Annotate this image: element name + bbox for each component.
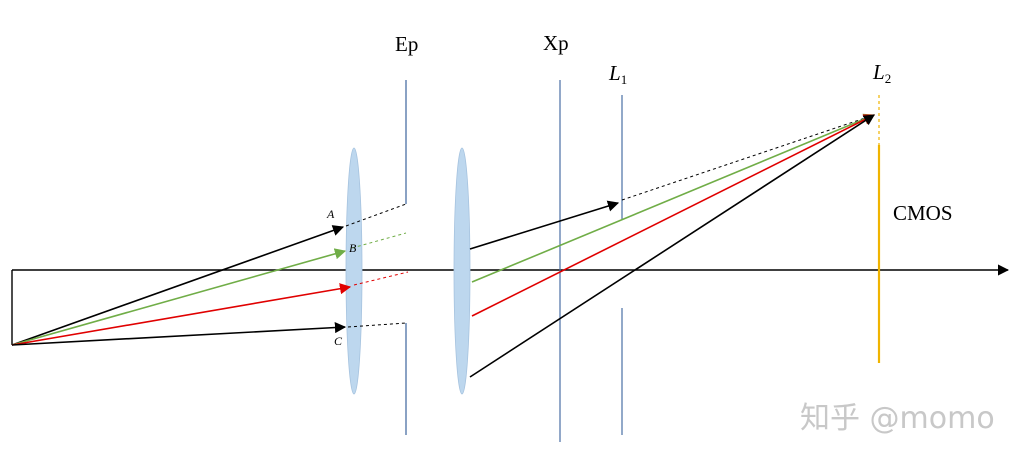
cmos-label: CMOS xyxy=(893,201,953,225)
point-a-label: A xyxy=(326,207,335,221)
dash-black-to-sensor xyxy=(621,114,875,201)
l1-label: L1 xyxy=(608,61,627,87)
watermark-text: 知乎 @momo xyxy=(800,401,995,436)
ray-black-lower-image xyxy=(469,114,875,378)
l2-label: L2 xyxy=(872,60,891,86)
ray-red-image xyxy=(471,114,876,317)
l2-label-sub: 2 xyxy=(885,71,892,86)
dash-c-to-ep xyxy=(347,322,407,328)
lens-2 xyxy=(453,147,471,395)
ray-black-upper-image xyxy=(469,200,620,250)
l1-label-sub: 1 xyxy=(621,72,628,87)
ray-red-object xyxy=(11,283,352,346)
ep-label: Ep xyxy=(395,32,418,56)
xp-label: Xp xyxy=(543,31,569,55)
point-c-label: C xyxy=(334,334,343,348)
l1-label-main: L xyxy=(608,61,621,85)
ray-black-upper-object xyxy=(11,225,345,346)
ray-green-object xyxy=(11,248,347,346)
ray-green-image xyxy=(471,113,876,283)
l2-label-main: L xyxy=(872,60,885,84)
lens-1 xyxy=(345,147,363,395)
dash-a-to-ep xyxy=(345,203,407,227)
point-b-label: B xyxy=(349,241,357,255)
ray-black-lower-object xyxy=(11,321,347,346)
